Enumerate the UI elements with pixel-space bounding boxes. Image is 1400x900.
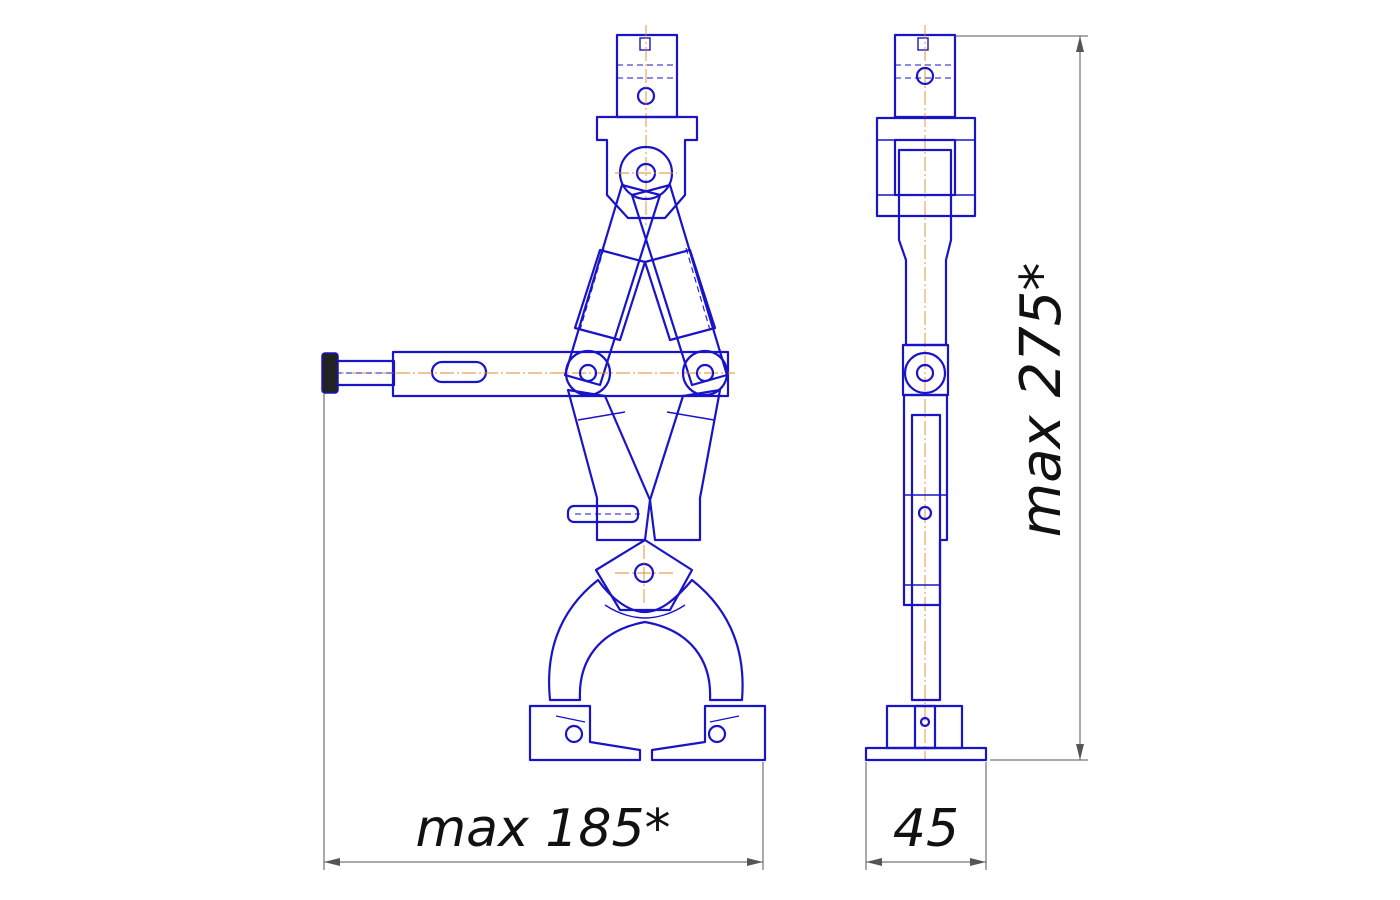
front-central-pivot: [594, 538, 694, 612]
height-dimension-label: max 275*: [1009, 263, 1074, 538]
front-pivot-housing: [595, 115, 699, 220]
width-dimension-label: max 185*: [415, 799, 670, 859]
front-view: [321, 25, 767, 762]
dimension-thickness: 45: [865, 762, 987, 870]
front-upper-arms: [563, 183, 729, 387]
front-top-post: [615, 25, 679, 225]
front-jaws: [548, 578, 744, 702]
side-view: [864, 25, 988, 762]
front-feet: [528, 704, 767, 762]
dimension-width: max 185*: [323, 393, 764, 870]
dimension-height: max 275*: [955, 35, 1088, 761]
thickness-dimension-label: 45: [893, 799, 959, 859]
front-adjust-bar: [321, 349, 735, 398]
front-lower-arms: [566, 388, 722, 542]
